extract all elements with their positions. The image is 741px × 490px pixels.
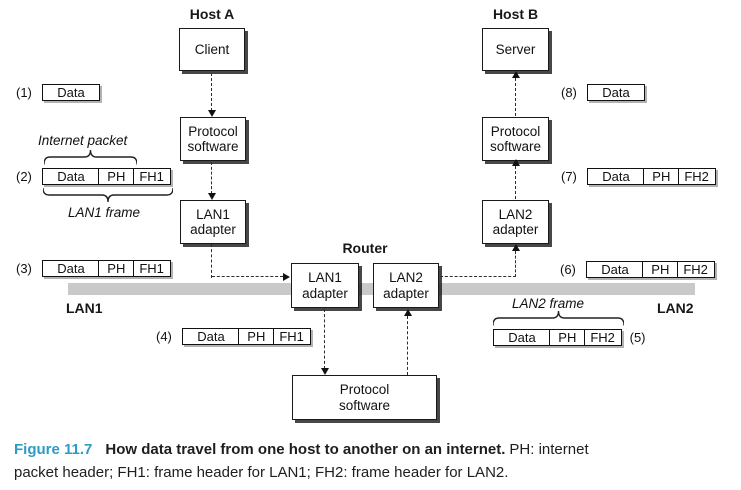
packet-box: Data PH FH2 (587, 168, 716, 185)
packet-step-label: (4) (156, 329, 172, 344)
packet-row-6: (6) Data PH FH2 (560, 261, 715, 278)
packet-step-label: (8) (561, 85, 577, 100)
packet-step-label: (7) (561, 169, 577, 184)
caption-title: How data travel from one host to another… (105, 441, 506, 458)
host-b-protocol-software-box: Protocol software (482, 117, 549, 161)
packet-row-2: (2) Data PH FH1 (16, 168, 171, 185)
packet-cell-ph: PH (549, 329, 586, 346)
router-protocol-software-label: Protocol software (338, 382, 391, 413)
host-a-lan1-adapter-box: LAN1 adapter (180, 200, 246, 244)
packet-box: Data (587, 84, 645, 101)
arrowhead-up (512, 71, 520, 78)
arrowhead-down (208, 110, 216, 117)
router-lan1-adapter-box: LAN1 adapter (291, 263, 359, 308)
packet-cell-data: Data (587, 84, 645, 101)
packet-cell-ph: PH (98, 168, 135, 185)
packet-box: Data PH FH1 (42, 168, 171, 185)
arrowhead-down (208, 193, 216, 200)
arrowhead-up (404, 309, 412, 316)
router-lan2-adapter-label: LAN2 adapter (383, 270, 429, 301)
packet-cell-ph: PH (642, 261, 679, 278)
packet-cell-fh1: FH1 (132, 260, 171, 277)
packet-row-3: (3) Data PH FH1 (16, 260, 171, 277)
packet-step-label: (3) (16, 261, 32, 276)
host-a-lan1-adapter-label: LAN1 adapter (190, 206, 236, 237)
arrowhead-down (321, 368, 329, 375)
internet-packet-brace (44, 150, 137, 165)
packet-cell-fh2: FH2 (677, 168, 716, 185)
dashed-line-lan2-adapter-to-protocol (515, 166, 516, 199)
caption-text-line1: PH: internet (509, 441, 589, 458)
packet-cell-ph: PH (643, 168, 680, 185)
lan1-label: LAN1 (66, 300, 103, 316)
dashed-line-router-protocol-to-lan2 (407, 316, 408, 375)
dashed-line-to-router-lan1 (212, 276, 283, 277)
client-box-label: Client (194, 41, 230, 57)
dashed-line-protocol-to-lan1-adapter (211, 162, 212, 194)
arrowhead-right (283, 273, 290, 281)
router-label: Router (342, 240, 388, 256)
packet-box: Data PH FH1 (182, 328, 311, 345)
packet-step-label: (5) (629, 330, 646, 345)
lan2-frame-brace (493, 311, 624, 326)
router-lan2-adapter-box: LAN2 adapter (373, 263, 439, 308)
lan1-frame-label: LAN1 frame (68, 205, 141, 220)
host-b-label: Host B (492, 6, 539, 22)
packet-box: Data PH FH2 (493, 329, 622, 346)
packet-box: Data PH FH2 (586, 261, 715, 278)
host-a-label: Host A (189, 6, 235, 22)
packet-box: Data PH FH1 (42, 260, 171, 277)
host-b-lan2-adapter-box: LAN2 adapter (482, 200, 549, 244)
dashed-line-client-to-protocol (211, 73, 212, 111)
packet-cell-ph: PH (98, 260, 135, 277)
dashed-line-router-lan2-out (440, 276, 516, 277)
caption-line-1: Figure 11.7 How data travel from one host… (14, 438, 728, 461)
packet-cell-data: Data (586, 261, 644, 278)
packet-cell-data: Data (182, 328, 240, 345)
internet-packet-label: Internet packet (38, 133, 128, 148)
host-a-protocol-software-label: Protocol software (187, 123, 239, 154)
packet-cell-data: Data (42, 168, 100, 185)
router-lan1-adapter-label: LAN1 adapter (302, 270, 348, 301)
lan1-frame-brace (43, 188, 173, 203)
caption-line-2: packet header; FH1: frame header for LAN… (14, 464, 509, 481)
packet-cell-fh1: FH1 (132, 168, 171, 185)
dashed-line-to-host-b-adapter (515, 251, 516, 277)
host-a-protocol-software-box: Protocol software (180, 117, 246, 161)
packet-cell-fh2: FH2 (676, 261, 715, 278)
figure-caption: Figure 11.7 How data travel from one host… (14, 438, 728, 484)
packet-row-7: (7) Data PH FH2 (561, 168, 716, 185)
host-b-lan2-adapter-label: LAN2 adapter (492, 206, 539, 237)
packet-row-8: (8) Data (561, 84, 645, 101)
packet-row-4: (4) Data PH FH1 (156, 328, 311, 345)
lan2-frame-label: LAN2 frame (512, 296, 585, 311)
packet-box: Data (42, 84, 100, 101)
packet-row-1: (1) Data (16, 84, 100, 101)
packet-cell-data: Data (587, 168, 645, 185)
packet-step-label: (2) (16, 169, 32, 184)
dashed-line-protocol-to-server (515, 78, 516, 116)
arrowhead-up (512, 159, 520, 166)
dashed-line-router-lan1-to-protocol (324, 309, 325, 369)
packet-row-5: Data PH FH2 (5) (493, 329, 646, 346)
packet-cell-data: Data (42, 260, 100, 277)
packet-cell-fh1: FH1 (272, 328, 311, 345)
figure-number: Figure 11.7 (14, 441, 93, 458)
router-protocol-software-box: Protocol software (292, 375, 437, 420)
packet-step-label: (6) (560, 262, 576, 277)
packet-cell-data: Data (42, 84, 100, 101)
server-box: Server (482, 28, 549, 71)
host-b-protocol-software-label: Protocol software (489, 123, 542, 154)
packet-cell-fh2: FH2 (583, 329, 622, 346)
server-box-label: Server (495, 41, 536, 57)
packet-cell-ph: PH (238, 328, 275, 345)
lan2-label: LAN2 (657, 300, 694, 316)
packet-step-label: (1) (16, 85, 32, 100)
packet-cell-data: Data (493, 329, 551, 346)
arrowhead-up (512, 244, 520, 251)
dashed-line-lan1-adapter-down (211, 244, 212, 278)
client-box: Client (179, 28, 245, 71)
